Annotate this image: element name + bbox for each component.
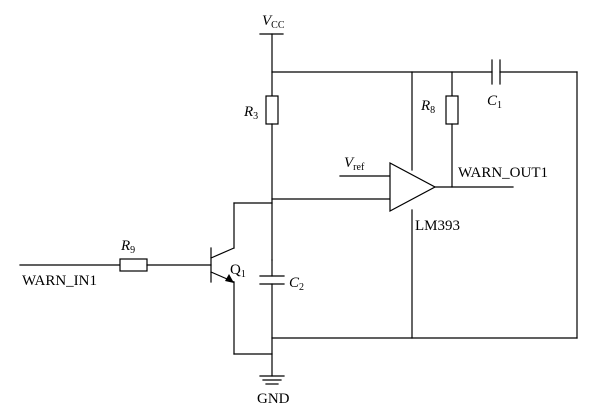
- q1-label: Q1: [230, 262, 246, 280]
- r3-resistor: [265, 95, 279, 125]
- comparator-label: LM393: [415, 218, 460, 234]
- r3-label: R3: [243, 104, 258, 122]
- c2-label: C2: [289, 275, 304, 293]
- r8-resistor: [445, 95, 459, 125]
- vcc-label: VCC: [262, 13, 285, 31]
- vref-label: Vref: [344, 155, 365, 173]
- q1-emitter-arrow: [225, 274, 234, 283]
- r8-label: R8: [420, 98, 435, 116]
- c1-label: C1: [487, 93, 502, 111]
- r9-label: R9: [120, 238, 135, 256]
- q1-collector-leg: [210, 247, 235, 259]
- warn-out-label: WARN_OUT1: [458, 165, 548, 181]
- warn-in-label: WARN_IN1: [22, 273, 97, 289]
- lm393-comparator: [389, 162, 437, 212]
- gnd-label: GND: [257, 391, 290, 407]
- r9-resistor: [119, 258, 148, 272]
